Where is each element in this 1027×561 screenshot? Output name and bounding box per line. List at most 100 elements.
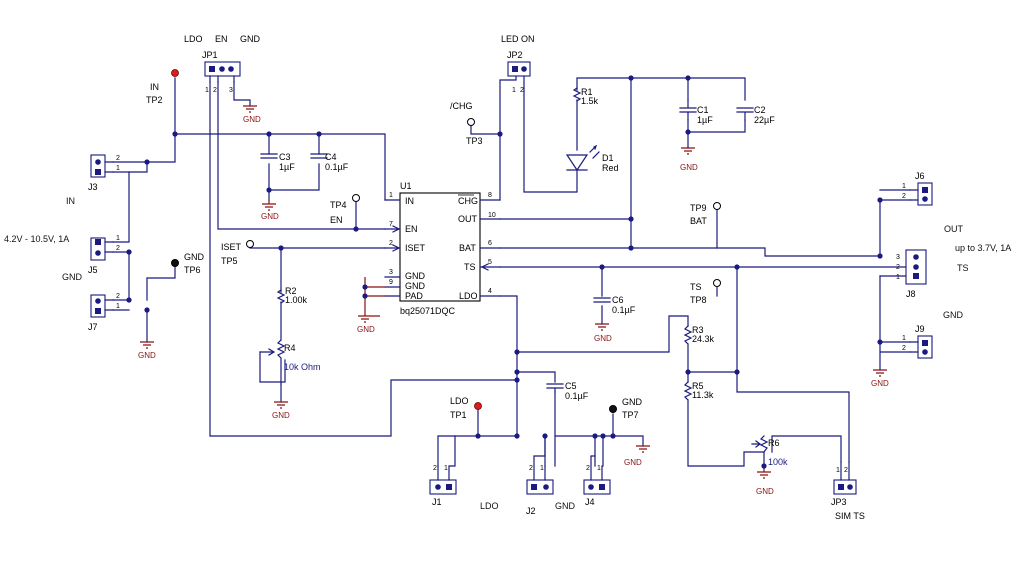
j4-ref: J4 xyxy=(585,497,595,507)
j4-pin2: 2 xyxy=(586,465,590,472)
net-label-gnd-left: GND xyxy=(62,272,83,282)
tp6-ref: TP6 xyxy=(184,265,201,275)
c2-value: 22µF xyxy=(754,115,775,125)
pin-name-out: OUT xyxy=(458,214,478,224)
j7-ref: J7 xyxy=(88,322,98,332)
c5-value: 0.1µF xyxy=(565,391,589,401)
pin-num-10: 10 xyxy=(488,212,496,219)
pin-num-4: 4 xyxy=(488,288,492,295)
j3-pin2: 2 xyxy=(116,155,120,162)
gnd-label-ic: GND xyxy=(357,325,375,334)
j5-pin1: 1 xyxy=(116,235,120,242)
d1-ref: D1 xyxy=(602,153,614,163)
pin-num-6: 6 xyxy=(488,240,492,247)
c3-value: 1µF xyxy=(279,162,295,172)
net-labels: IN 4.2V - 10.5V, 1A GND OUT up to 3.7V, … xyxy=(4,196,1011,511)
j9-pin1: 1 xyxy=(902,335,906,342)
gnd-label-c3: GND xyxy=(261,212,279,221)
j8-pin3: 3 xyxy=(896,254,900,261)
resistors: R1 1.5k R2 1.00k R3 24.3k R5 11.3k R4 10… xyxy=(259,87,788,467)
net-label-gnd-bottom: GND xyxy=(555,501,576,511)
pin-num-1: 1 xyxy=(389,192,393,199)
testpoints: IN TP2 /CHG TP3 TP4 EN ISET TP5 GND TP6 … xyxy=(146,69,721,420)
tp4-ref: TP4 xyxy=(330,200,347,210)
connectors: J3 2 1 J5 1 2 J7 2 1 J6 1 2 J8 3 2 1 xyxy=(88,154,933,516)
j5-pin2: 2 xyxy=(116,245,120,252)
pin-name-iset: ISET xyxy=(405,243,426,253)
r6-ref: R6 xyxy=(768,438,780,448)
gnd-label-tp7: GND xyxy=(624,458,642,467)
jp3-pin1: 1 xyxy=(836,467,840,474)
r2-value: 1.00k xyxy=(285,295,308,305)
d1-value: Red xyxy=(602,163,619,173)
tp6-net: GND xyxy=(184,252,205,262)
j8-pin1: 1 xyxy=(896,274,900,281)
j9-pin2: 2 xyxy=(902,345,906,352)
r5-value: 11.3k xyxy=(692,390,714,400)
net-label-out: OUT xyxy=(944,224,964,234)
r5-ref: R5 xyxy=(692,381,704,391)
c6-ref: C6 xyxy=(612,295,624,305)
jp2-ref: JP2 xyxy=(507,50,523,60)
r2-ref: R2 xyxy=(285,286,297,296)
jp1-label-ldo: LDO xyxy=(184,34,203,44)
j2-pin2: 2 xyxy=(529,465,533,472)
wires xyxy=(112,71,911,467)
capacitors: C3 1µF C4 0.1µF C1 1µF C2 22µF C5 0.1µF … xyxy=(260,99,775,401)
gnd-label-j9: GND xyxy=(871,379,889,388)
jp1-pin1: 1 xyxy=(205,87,209,94)
pin-name-pad: PAD xyxy=(405,291,423,301)
net-label-ldo-bottom: LDO xyxy=(480,501,499,511)
tp3-ref: TP3 xyxy=(466,136,483,146)
gnd-label-r4: GND xyxy=(272,411,290,420)
j2-pin1: 1 xyxy=(540,465,544,472)
jp1-label-en: EN xyxy=(215,34,228,44)
j8-pin2: 2 xyxy=(896,264,900,271)
pin-name-ts: TS xyxy=(464,262,476,272)
ic-part: bq25071DQC xyxy=(400,306,456,316)
j1-pin2: 2 xyxy=(433,465,437,472)
r4-value: 10k Ohm xyxy=(284,362,321,372)
c4-value: 0.1µF xyxy=(325,162,349,172)
pin-name-gnd9: GND xyxy=(405,281,426,291)
r6-value: 100k xyxy=(768,457,788,467)
j7-pin1: 1 xyxy=(116,303,120,310)
led-d1: D1 Red xyxy=(565,144,619,173)
r1-ref: R1 xyxy=(581,87,593,97)
ic-u1: U1 bq25071DQC IN EN ISET GND GND PAD 1 7… xyxy=(384,181,501,316)
gnd-label-j7: GND xyxy=(138,351,156,360)
tp2-net: IN xyxy=(150,82,159,92)
jp1-pin3: 3 xyxy=(229,87,233,94)
pin-name-in: IN xyxy=(405,196,414,206)
r4-ref: R4 xyxy=(284,343,296,353)
jp1-label-gnd: GND xyxy=(240,34,261,44)
c6-value: 0.1µF xyxy=(612,305,636,315)
jp1-pin2: 2 xyxy=(213,87,217,94)
tp7-ref: TP7 xyxy=(622,410,639,420)
tp8-ref: TP8 xyxy=(690,295,707,305)
tp9-net: BAT xyxy=(690,216,707,226)
gnd-label-c1: GND xyxy=(680,163,698,172)
j9-ref: J9 xyxy=(915,324,925,334)
r3-value: 24.3k xyxy=(692,334,715,344)
jp1-ref: JP1 xyxy=(202,50,218,60)
net-label-in: IN xyxy=(66,196,75,206)
j8-ref: J8 xyxy=(906,289,916,299)
j3-pin1: 1 xyxy=(116,165,120,172)
tp2-ref: TP2 xyxy=(146,95,163,105)
r1-value: 1.5k xyxy=(581,96,599,106)
gnd-label-r6: GND xyxy=(756,487,774,496)
tp1-ref: TP1 xyxy=(450,410,467,420)
pin-name-ldo: LDO xyxy=(459,291,478,301)
tp4-net: EN xyxy=(330,215,343,225)
r3-ref: R3 xyxy=(692,325,704,335)
j1-ref: J1 xyxy=(432,497,442,507)
j6-ref: J6 xyxy=(915,171,925,181)
pin-name-en: EN xyxy=(405,224,418,234)
jp2-label: LED ON xyxy=(501,34,535,44)
pin-num-3: 3 xyxy=(389,269,393,276)
jp3-label: SIM TS xyxy=(835,511,865,521)
j6-pin2: 2 xyxy=(902,193,906,200)
pin-num-7: 7 xyxy=(389,221,393,228)
